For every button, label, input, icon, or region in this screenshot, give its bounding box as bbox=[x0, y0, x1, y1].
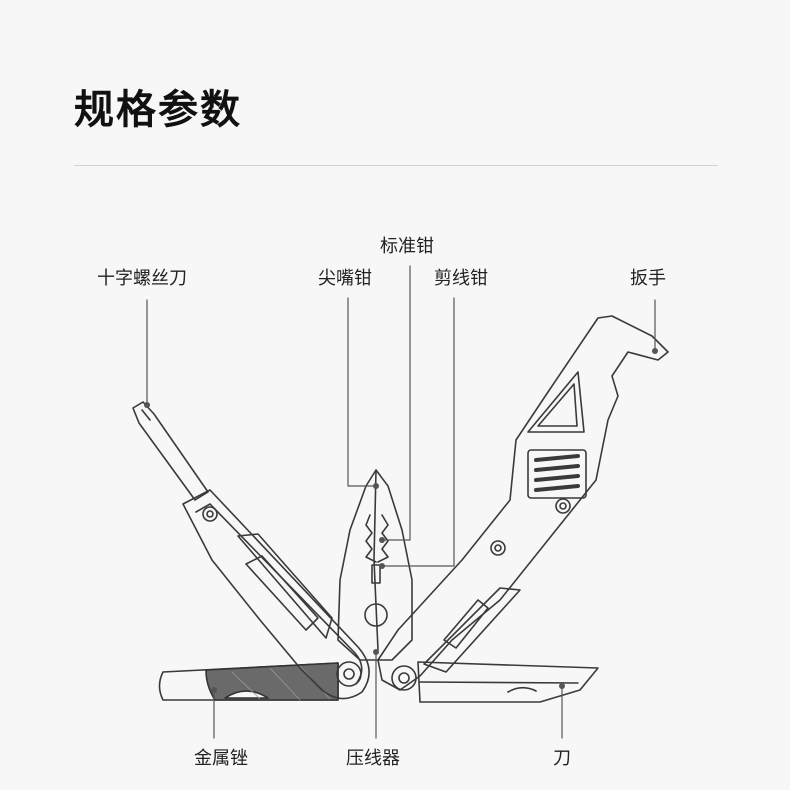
label-wire-crimper: 压线器 bbox=[346, 748, 400, 769]
label-metal-file: 金属锉 bbox=[194, 748, 248, 769]
label-standard-pliers: 标准钳 bbox=[380, 236, 434, 257]
screwdriver-illustration bbox=[132, 401, 370, 700]
pliers-illustration bbox=[337, 469, 413, 661]
wrench-illustration bbox=[377, 315, 669, 691]
wrench-worm-gear bbox=[534, 454, 580, 492]
callout-dots bbox=[144, 348, 658, 693]
callout-lines bbox=[146, 265, 656, 739]
page-title: 规格参数 bbox=[74, 87, 242, 133]
label-knife: 刀 bbox=[553, 748, 571, 769]
file-illustration bbox=[158, 662, 339, 701]
label-needle-nose-pliers: 尖嘴钳 bbox=[318, 268, 372, 289]
knife-illustration bbox=[417, 661, 599, 703]
title-divider bbox=[74, 165, 718, 166]
label-wire-cutter: 剪线钳 bbox=[434, 268, 488, 289]
label-wrench: 扳手 bbox=[630, 268, 666, 289]
label-phillips-screwdriver: 十字螺丝刀 bbox=[97, 268, 187, 289]
